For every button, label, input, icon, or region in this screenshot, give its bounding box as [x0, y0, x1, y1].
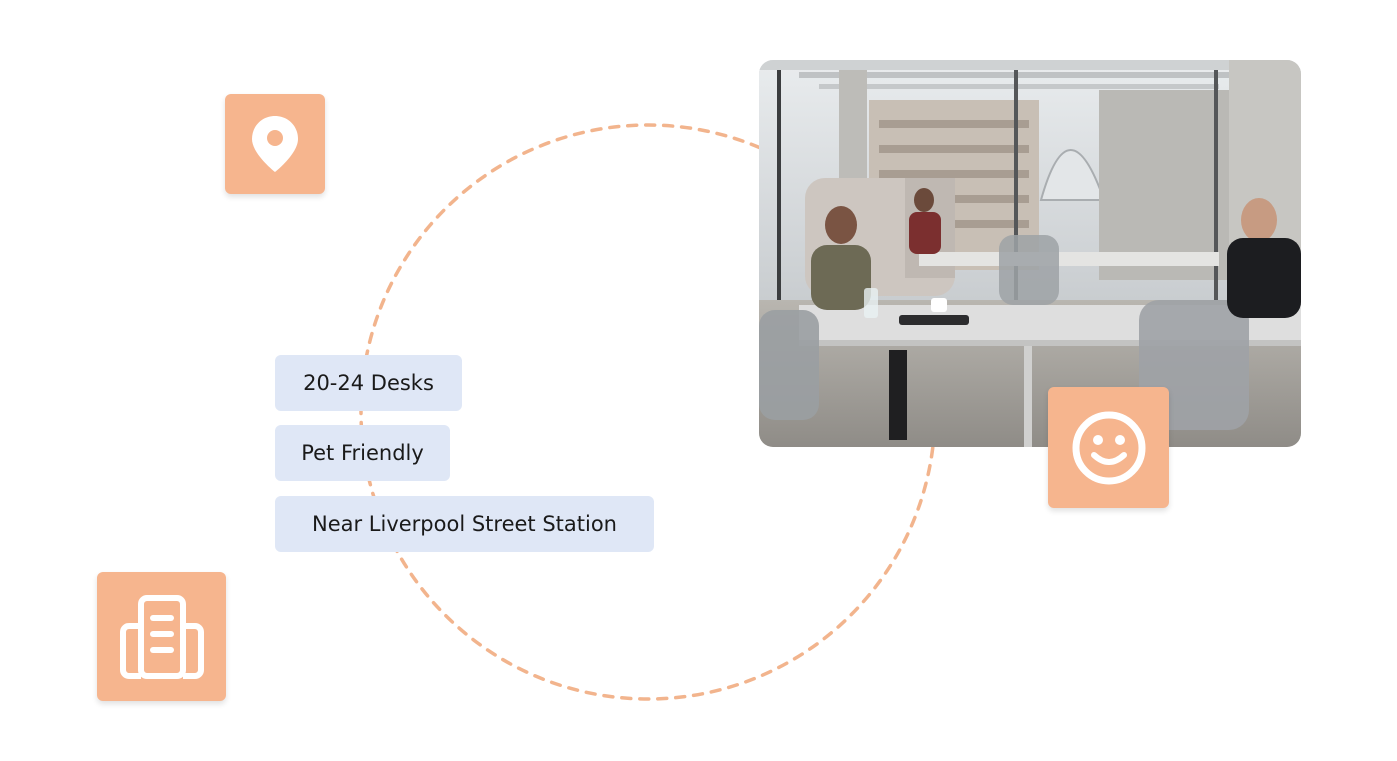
- location-pin-tile: [225, 94, 325, 194]
- building-icon: [119, 594, 204, 679]
- office-photo: [759, 60, 1301, 447]
- smiley-tile: [1048, 387, 1169, 508]
- office-scene-illustration: [759, 60, 1301, 447]
- location-pin-icon: [252, 116, 298, 172]
- tag-pet-friendly: Pet Friendly: [275, 425, 450, 481]
- tag-location: Near Liverpool Street Station: [275, 496, 654, 552]
- tag-desks: 20-24 Desks: [275, 355, 462, 411]
- building-tile: [97, 572, 226, 701]
- smiley-face-icon: [1072, 411, 1145, 484]
